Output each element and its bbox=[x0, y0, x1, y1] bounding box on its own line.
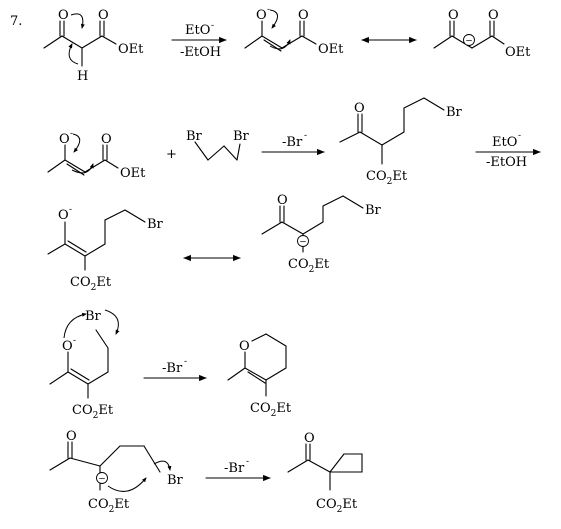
oxygen-label: O bbox=[298, 8, 309, 23]
carbanion-form: O O OEt − bbox=[433, 8, 531, 60]
reaction-arrow-deprotonation: EtO - -EtOH bbox=[171, 21, 227, 60]
electron-arrow bbox=[269, 39, 291, 50]
cyclobutane-product: O CO2Et bbox=[287, 431, 363, 515]
electron-arrow bbox=[68, 43, 79, 65]
oxygen-label: O bbox=[62, 339, 73, 354]
ester-label: CO2Et bbox=[70, 275, 112, 293]
ester-label: CO2Et bbox=[72, 403, 114, 421]
bromine-label: Br bbox=[186, 129, 203, 144]
oxygen-label: O bbox=[66, 429, 77, 444]
reaction-arrow-second-deprotonation: EtO - -EtOH bbox=[475, 131, 541, 170]
hydrogen-label: H bbox=[77, 69, 88, 84]
bromine-label: Br bbox=[233, 129, 250, 144]
ester-label: CO2Et bbox=[316, 497, 358, 515]
carbanion-sign: − bbox=[299, 238, 307, 248]
ethoxy-label: OEt bbox=[120, 166, 146, 181]
ethoxy-label: OEt bbox=[318, 42, 344, 57]
reagent-ethanol-loss: -EtOH bbox=[180, 45, 221, 60]
electron-arrow bbox=[153, 460, 172, 471]
reaction-arrow-alkylation: -Br - bbox=[261, 131, 325, 156]
alkylated-ketoester: O Br CO2Et bbox=[339, 97, 463, 187]
dihydropyran-product: O CO2Et bbox=[227, 333, 292, 419]
oxygen-label: O bbox=[488, 8, 499, 23]
reaction-arrow-o-alkylation: -Br - bbox=[143, 357, 207, 382]
ethoxy-label: OEt bbox=[505, 45, 531, 60]
reagent-base: EtO bbox=[185, 23, 210, 38]
ester-label: CO2Et bbox=[288, 257, 330, 275]
ethoxy-label: OEt bbox=[118, 42, 144, 57]
plus-sign: + bbox=[166, 147, 177, 162]
oxygen-label: O bbox=[354, 101, 365, 116]
bromine-label: Br bbox=[167, 473, 184, 488]
cyclization-intermediate: O - Br CO2Et bbox=[49, 309, 120, 421]
bromine-label: Br bbox=[446, 105, 463, 120]
oxygen-label: O bbox=[59, 132, 70, 147]
charge-minus: - bbox=[211, 21, 214, 31]
charge-minus: - bbox=[184, 357, 187, 367]
oxygen-label: O bbox=[58, 8, 69, 23]
charge-minus: - bbox=[518, 131, 521, 141]
oxygen-label: O bbox=[304, 431, 315, 446]
cyclization-c-alkylation: O Br − CO2Et bbox=[49, 429, 184, 515]
oxygen-label: O bbox=[98, 8, 109, 23]
reaction-arrow-ring-closure: -Br - bbox=[205, 457, 271, 482]
oxygen-label: O bbox=[448, 8, 459, 23]
oxygen-label: O bbox=[256, 8, 267, 23]
electron-arrow bbox=[72, 133, 81, 153]
ester-label: CO2Et bbox=[88, 497, 130, 515]
enolate-bromide: O - Br CO2Et bbox=[47, 205, 164, 293]
oxygen-label: O bbox=[239, 339, 250, 354]
charge-minus: - bbox=[267, 5, 270, 15]
reagent-ethanol-loss: -EtOH bbox=[486, 155, 527, 170]
problem-number: 7. bbox=[10, 14, 22, 29]
carbanion-bromide: O Br − CO2Et bbox=[261, 193, 382, 275]
enolate-reactant: O - O OEt bbox=[47, 129, 146, 181]
oxygen-label: O bbox=[101, 132, 112, 147]
bromine-label: Br bbox=[147, 217, 164, 232]
reagent-bromide-loss: -Br bbox=[224, 461, 245, 476]
enolate-intermediate: O - O OEt bbox=[244, 5, 344, 57]
charge-minus: - bbox=[73, 336, 76, 346]
bromine-label: Br bbox=[85, 309, 102, 324]
electron-arrow bbox=[107, 477, 147, 492]
charge-minus: - bbox=[304, 131, 307, 141]
electron-arrow bbox=[104, 309, 120, 335]
ester-label: CO2Et bbox=[250, 401, 292, 419]
reagent-bromide-loss: -Br bbox=[162, 361, 183, 376]
electron-arrow bbox=[269, 9, 278, 29]
oxygen-label: O bbox=[277, 193, 288, 208]
carbanion-sign: − bbox=[98, 475, 106, 485]
dibromopropane: Br Br bbox=[186, 129, 250, 161]
charge-minus: - bbox=[246, 457, 249, 467]
electron-arrow bbox=[71, 163, 94, 174]
ester-label: CO2Et bbox=[366, 169, 408, 187]
carbanion-sign: − bbox=[465, 37, 473, 47]
starting-ketoester: O O OEt H bbox=[43, 8, 144, 84]
electron-arrow bbox=[63, 312, 87, 339]
reagent-base: EtO bbox=[492, 135, 517, 150]
electron-arrow bbox=[70, 13, 85, 29]
reagent-bromide-loss: -Br bbox=[282, 135, 303, 150]
charge-minus: - bbox=[70, 129, 73, 139]
bromine-label: Br bbox=[365, 203, 382, 218]
charge-minus: - bbox=[69, 205, 72, 215]
oxygen-label: O bbox=[58, 208, 69, 223]
